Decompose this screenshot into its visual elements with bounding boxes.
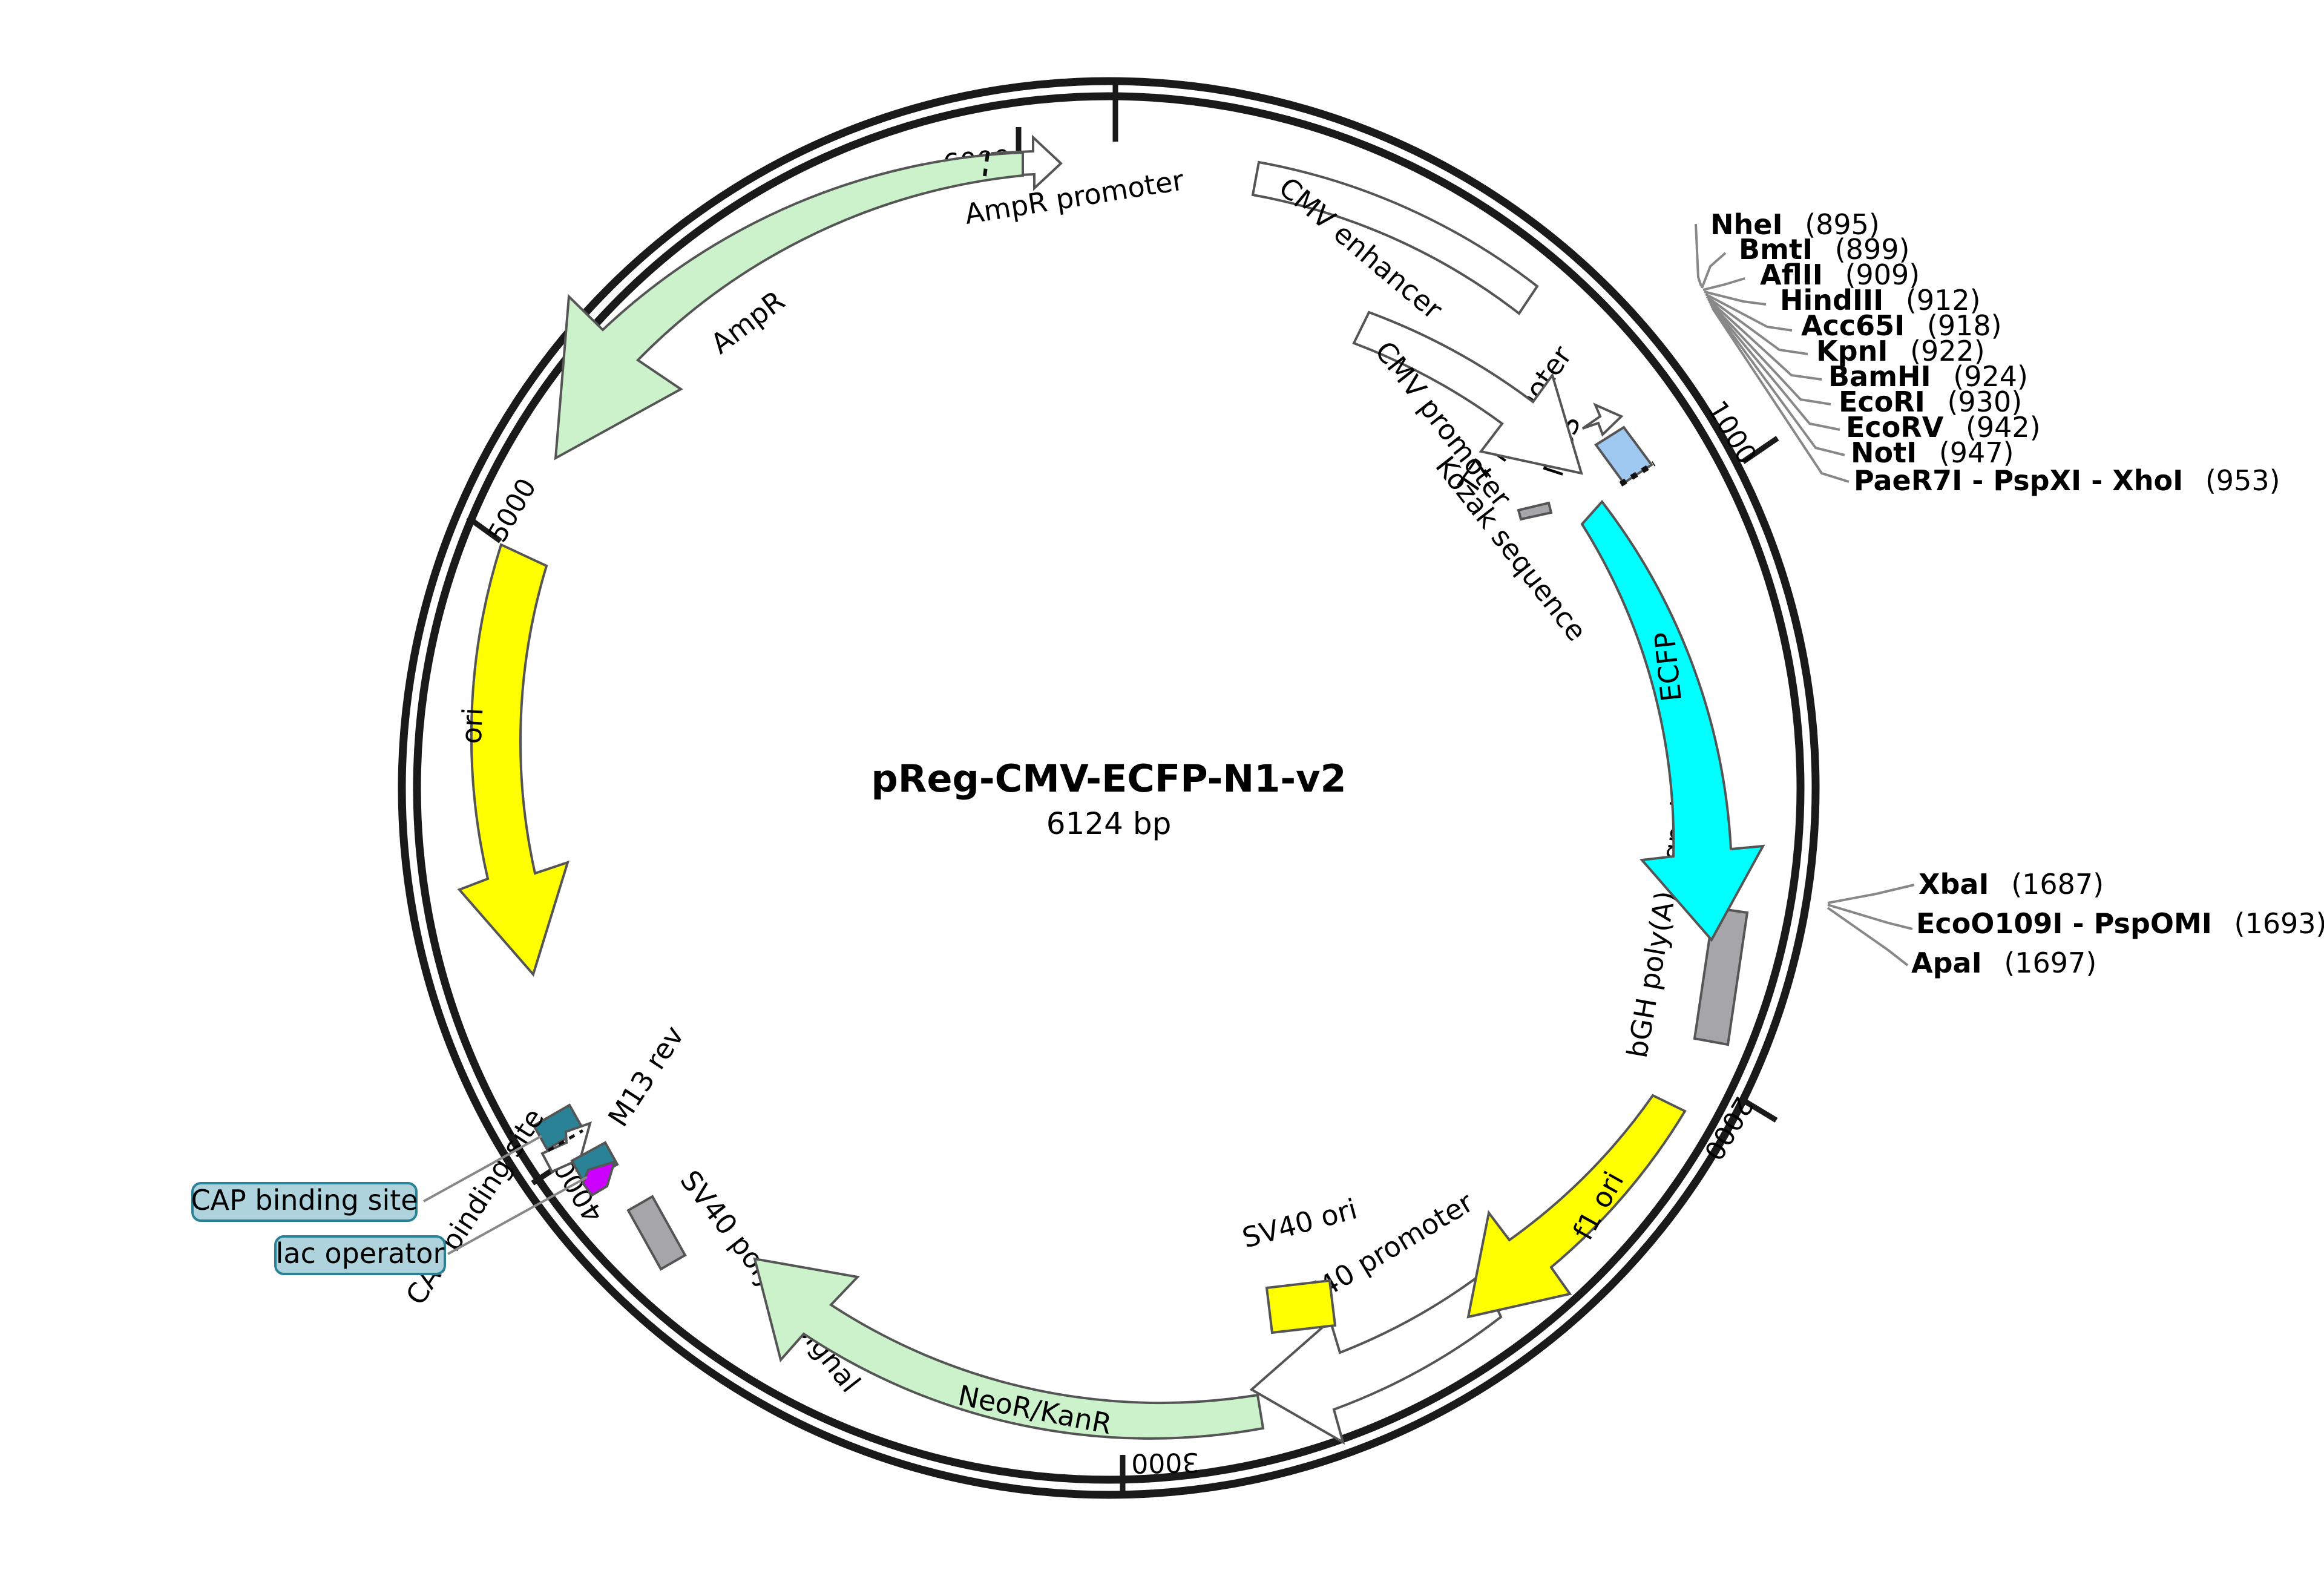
ori-arrow[interactable] (457, 543, 570, 977)
restriction-site-row[interactable]: KpnI (922) (1816, 335, 1985, 367)
sv40-promoter-arrow[interactable] (1249, 1272, 1503, 1445)
neor-kanr-arrow[interactable] (753, 1257, 1265, 1440)
feature-label-sv40-ori: SV40 ori (1239, 1192, 1361, 1254)
leader-ecorv (1709, 303, 1840, 431)
cmv-promoter-arrow[interactable] (1352, 310, 1583, 475)
restriction-site-row[interactable]: XbaI (1687) (1919, 868, 2104, 901)
feature-label-ampr: AmpR (704, 284, 790, 360)
restriction-site-row[interactable]: NotI (947) (1851, 436, 2014, 469)
plasmid-size: 6124 bp (1046, 806, 1172, 841)
leader-kpni (1705, 295, 1808, 355)
plasmid-name: pReg-CMV-ECFP-N1-v2 (871, 757, 1346, 801)
cap-binding-site-label-text: CAP binding site (191, 1184, 418, 1216)
ecfp-arrow[interactable] (1580, 499, 1765, 942)
feature-label-m13-rev: M13 rev (602, 1020, 691, 1132)
leader-hindiii (1704, 290, 1767, 306)
feature-f1-ori[interactable]: f1 ori (1466, 1094, 1687, 1319)
restriction-site-row[interactable]: EcoRV (942) (1846, 411, 2041, 444)
ampr-arrow[interactable] (554, 151, 1024, 461)
leader-cap-binding-site (423, 1135, 542, 1203)
leader-ecori (1708, 300, 1831, 405)
feature-neor-kanr[interactable]: NeoR/KanR (753, 1257, 1265, 1440)
ruler-tick-1000 (1741, 436, 1779, 464)
feature-cmv-enhancer[interactable]: CMV enhancer (1251, 160, 1539, 326)
feature-m13-rev[interactable]: M13 rev (581, 1020, 691, 1197)
backbone-inner-ring (413, 92, 1805, 1484)
leader-noti (1710, 305, 1845, 456)
lac-operator-label-text: lac operator (276, 1237, 445, 1270)
restriction-site-row[interactable]: NheI (895) (1710, 208, 1880, 241)
feature-ori[interactable]: ori (455, 543, 570, 977)
ruler-tick-5000 (466, 515, 502, 543)
leader-apai (1827, 907, 1909, 967)
cmv-enhancer-box[interactable] (1251, 160, 1539, 315)
backbone-outer-ring (398, 77, 1820, 1499)
restriction-site-row[interactable]: BamHI (924) (1828, 360, 2028, 393)
restriction-site-list-top: NheI (895) BmtI (899) AflII (909) HindII… (1710, 208, 2280, 497)
callout-leaders (423, 1135, 588, 1255)
feature-label-lac-promoter: CAP binding site (399, 1103, 551, 1311)
ampr-promoter-divider (983, 153, 990, 177)
feature-label-ori: ori (455, 707, 489, 745)
callout-label-cap-binding-site[interactable]: CAP binding site (191, 1182, 418, 1222)
m13-rev-arrow[interactable] (581, 1160, 616, 1197)
ruler-label-3000: 3000 (1131, 1446, 1200, 1479)
bgh-polya-signal-box[interactable] (1693, 906, 1749, 1046)
f1-ori-arrow[interactable] (1466, 1094, 1687, 1319)
lac-operator-label-box[interactable] (274, 1235, 446, 1275)
ruler-tick-2000 (1739, 1097, 1778, 1123)
feature-lac-operator[interactable] (570, 1141, 619, 1185)
cap-binding-site-label-box[interactable] (191, 1182, 418, 1222)
sv40-ori-box[interactable] (1265, 1279, 1337, 1334)
restriction-site-row[interactable]: HindIII (912) (1780, 284, 1981, 317)
restriction-site-row[interactable]: PaeR7I - PspXI - XhoI (953) (1854, 464, 2280, 497)
leader-ecoo109i (1827, 904, 1913, 930)
feature-label-neor-kanr: NeoR/KanR (956, 1379, 1115, 1440)
leader-bmti (1701, 252, 1727, 289)
restriction-site-list-right: XbaI (1687) EcoO109I - PspOMI (1693) Apa… (1911, 868, 2324, 979)
restriction-site-row[interactable]: Acc65I (918) (1801, 309, 2002, 342)
feature-label-ecfp: ECFP (1648, 630, 1688, 703)
ruler-label-1000: 1000 (1701, 395, 1762, 469)
restriction-site-row[interactable]: EcoO109I - PspOMI (1693) (1916, 907, 2324, 940)
plasmid-backbone (398, 77, 1820, 1499)
feature-kozak-sequence[interactable]: Kozak sequence (1429, 450, 1593, 648)
restriction-site-row[interactable]: AflII (909) (1760, 258, 1920, 291)
kozak-sequence-tick[interactable] (1517, 501, 1553, 521)
leader-lac-operator (447, 1176, 588, 1255)
lac-operator-box[interactable] (570, 1141, 619, 1185)
leader-bamhi (1707, 298, 1822, 381)
restriction-site-row[interactable]: ApaI (1697) (1911, 947, 2096, 979)
leader-aflii (1702, 277, 1745, 291)
feature-ampr[interactable]: AmpR (554, 151, 1024, 461)
leader-xbai (1827, 884, 1915, 904)
restriction-site-row[interactable]: BmtI (899) (1739, 233, 1909, 266)
feature-label-kozak-sequence: Kozak sequence (1429, 450, 1593, 648)
leader-acc65i (1705, 293, 1793, 332)
plasmid-center-title: pReg-CMV-ECFP-N1-v2 6124 bp (871, 757, 1346, 841)
restriction-leaders-top (1695, 223, 1850, 483)
sv40-polya-signal-box[interactable] (626, 1195, 687, 1271)
callout-label-lac-operator[interactable]: lac operator (274, 1235, 446, 1275)
leader-nhei (1695, 223, 1702, 287)
t7-promoter-arrow[interactable] (1581, 402, 1624, 437)
restriction-site-row[interactable]: EcoRI (930) (1839, 386, 2022, 418)
mcs-box[interactable] (1594, 425, 1653, 485)
feature-ecfp[interactable]: ECFP (1580, 499, 1765, 942)
restriction-leaders-right (1827, 884, 1915, 967)
leader-paer7i (1712, 307, 1850, 483)
